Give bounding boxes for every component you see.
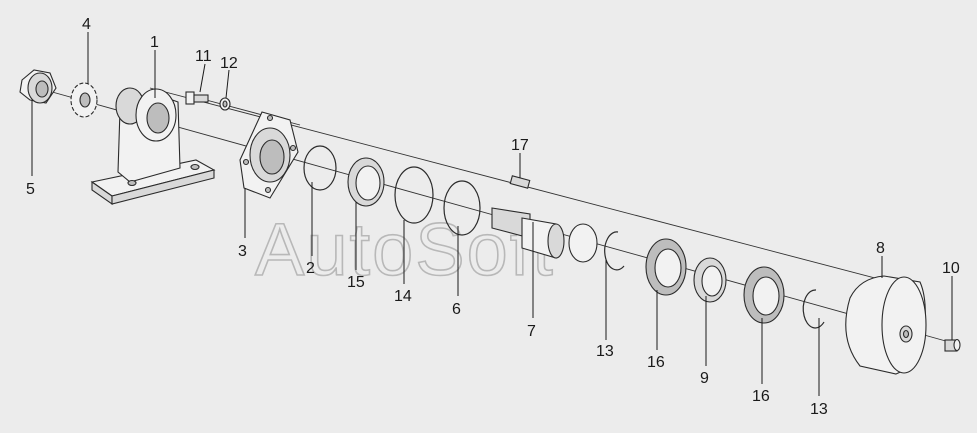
part-16-bearing-right <box>743 266 785 324</box>
callout-8: 8 <box>876 240 885 257</box>
part-1-bracket <box>90 87 216 206</box>
callout-14: 14 <box>394 288 412 305</box>
part-16-bearing-left <box>645 238 687 296</box>
part-13-snap-ring-right <box>802 289 825 329</box>
callout-12: 12 <box>220 55 238 72</box>
callout-11: 11 <box>195 48 212 65</box>
part-9-spacer <box>693 257 727 303</box>
callout-1: 1 <box>150 34 159 51</box>
callout-7: 7 <box>527 323 536 340</box>
part-7-shaft <box>491 207 598 263</box>
callout-4: 4 <box>82 16 91 33</box>
part-10-plug <box>944 338 961 352</box>
callout-3: 3 <box>238 243 247 260</box>
part-5-hex-nut <box>19 69 57 104</box>
part-17-key <box>509 175 531 189</box>
part-6-retaining-ring <box>443 180 481 236</box>
callout-13-right: 13 <box>810 401 828 418</box>
part-3-flange-housing <box>239 111 299 199</box>
callout-10: 10 <box>942 260 960 277</box>
leader-12 <box>225 69 230 99</box>
callout-5: 5 <box>26 181 35 198</box>
part-15-seal <box>347 157 385 207</box>
callout-15: 15 <box>347 274 365 291</box>
part-8-roller-drum <box>845 275 927 375</box>
part-4-lock-washer <box>70 82 98 118</box>
callout-17: 17 <box>511 137 529 154</box>
callout-9: 9 <box>700 370 709 387</box>
part-14-o-ring <box>394 166 434 224</box>
leader-11 <box>199 63 206 93</box>
part-13-snap-ring-left <box>604 231 625 271</box>
callout-13-left: 13 <box>596 343 614 360</box>
part-11-bolt <box>185 91 209 105</box>
callout-6: 6 <box>452 301 461 318</box>
callout-16-left: 16 <box>647 354 665 371</box>
callout-2: 2 <box>306 260 315 277</box>
callout-16-right: 16 <box>752 388 770 405</box>
part-12-washer <box>219 97 231 111</box>
part-2-ring <box>303 145 337 191</box>
